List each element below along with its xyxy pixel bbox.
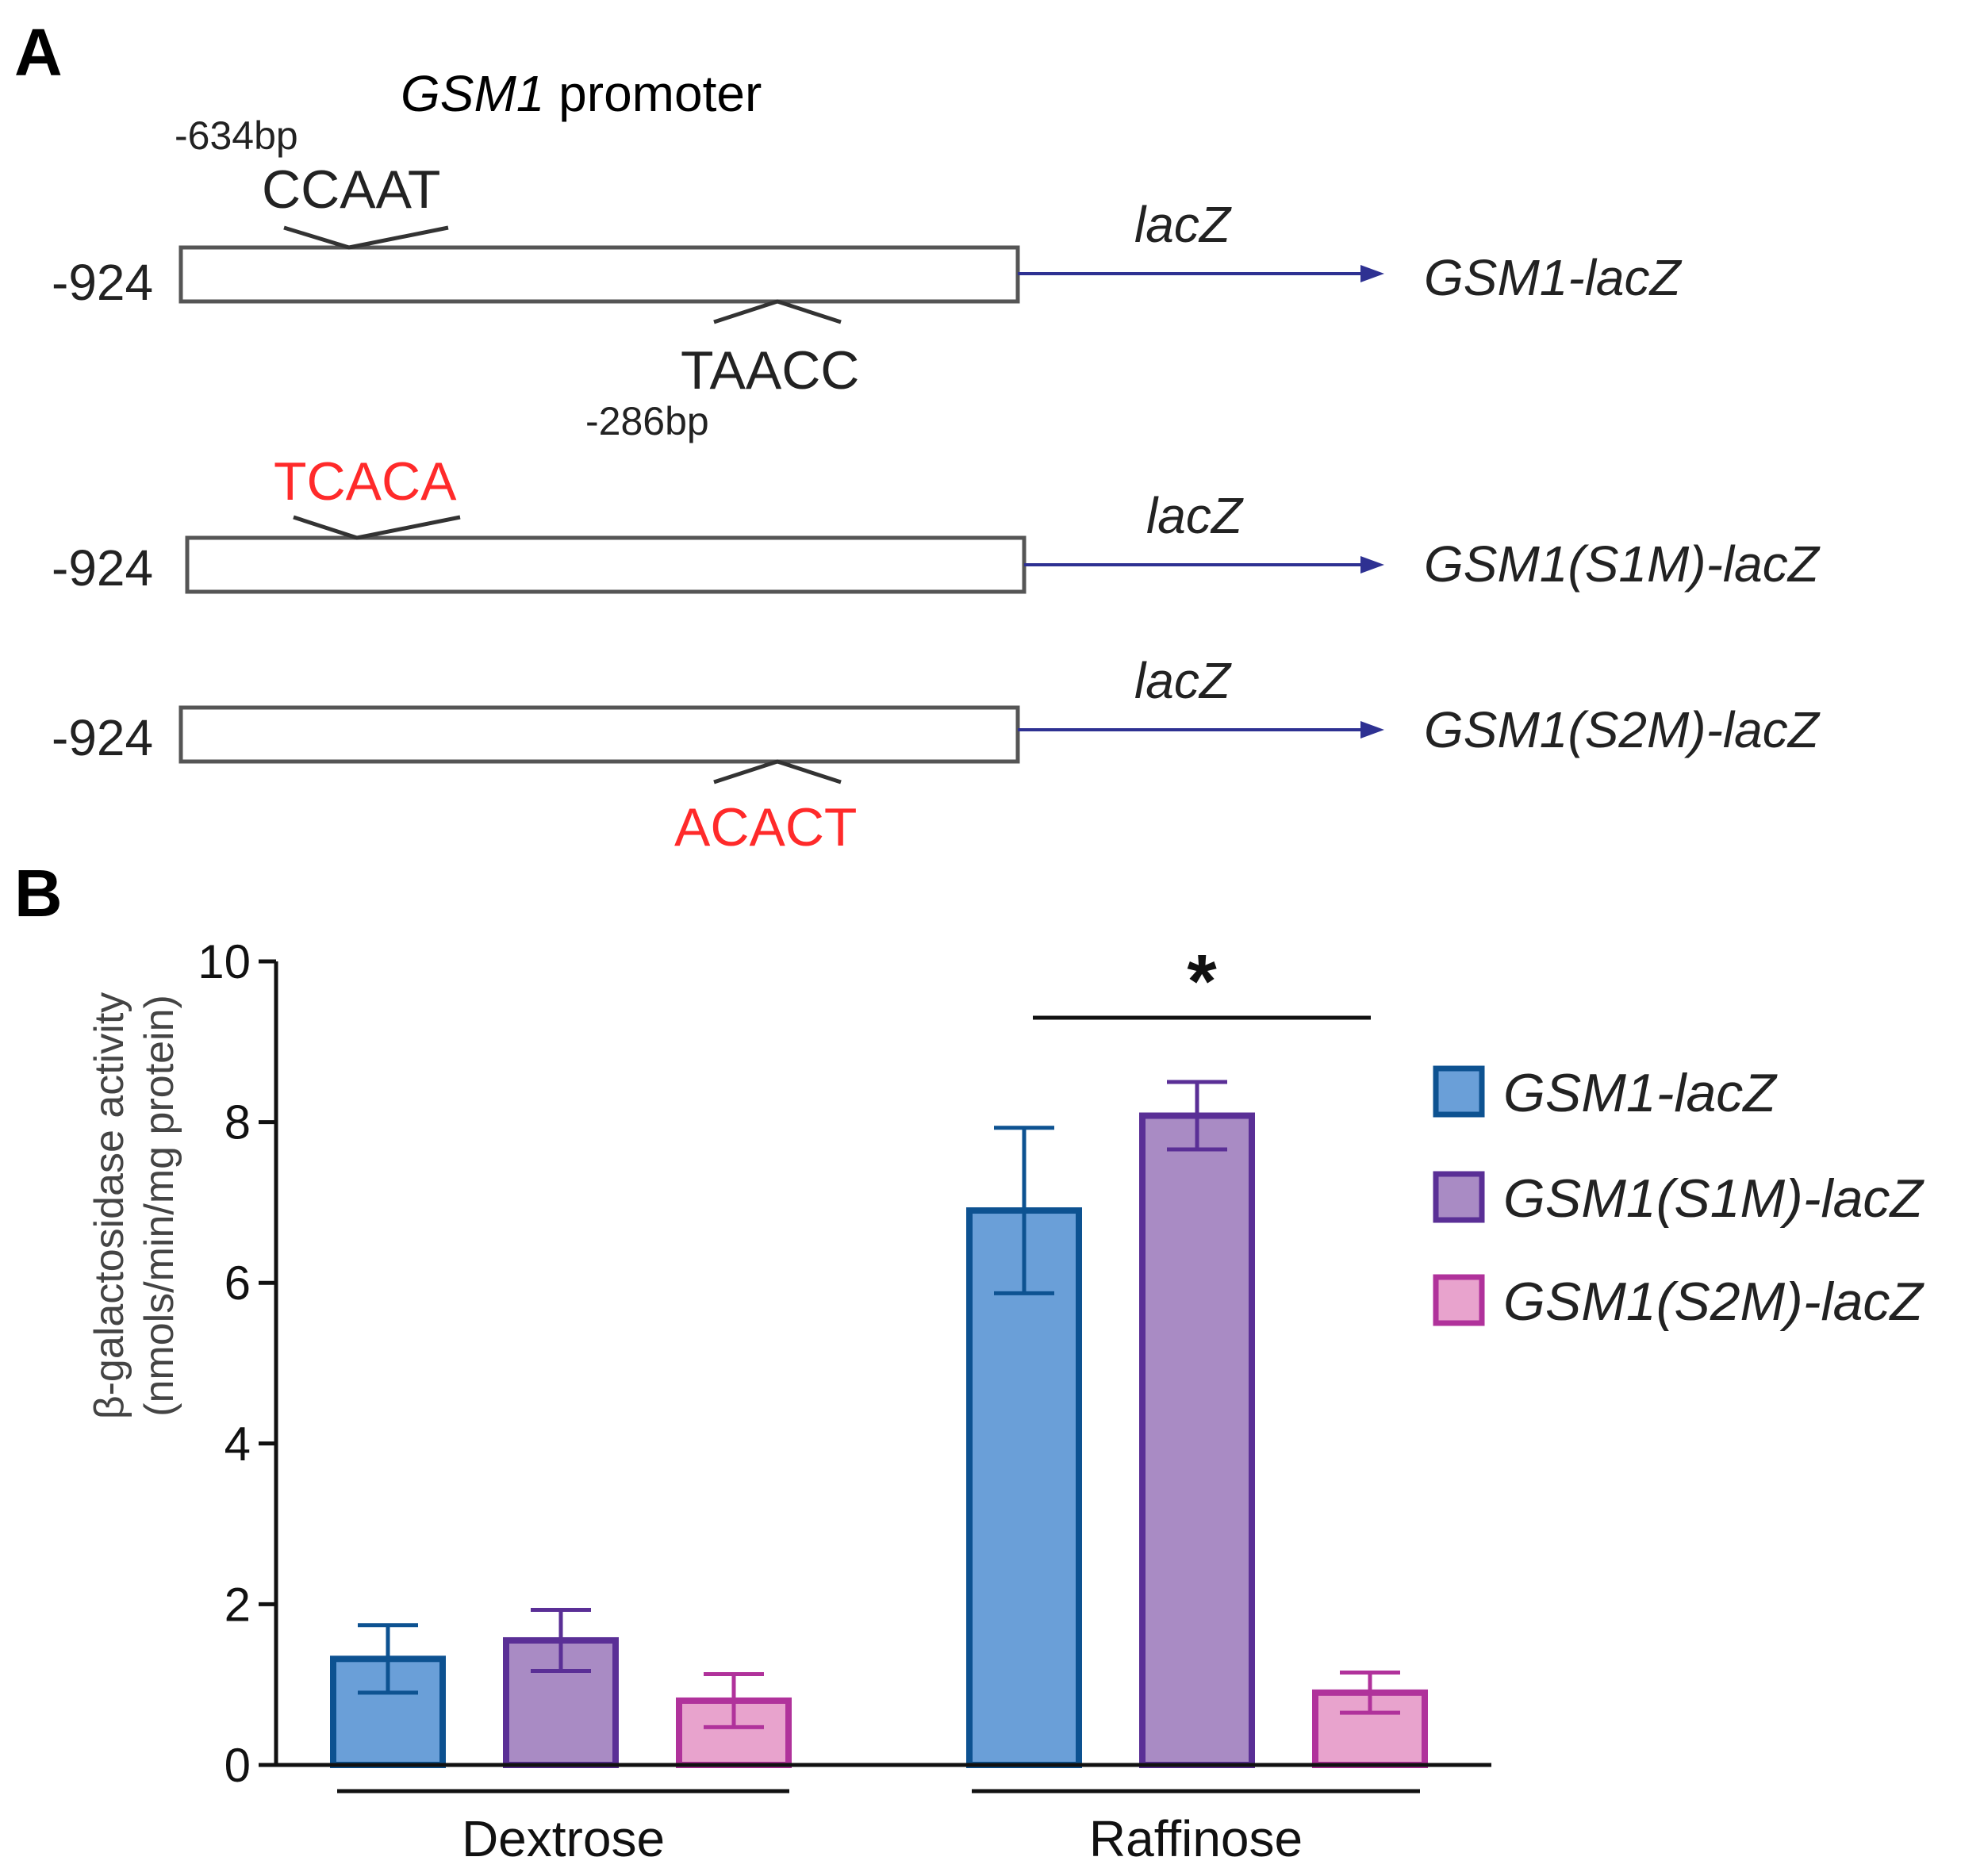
significance-marker: *: [1033, 939, 1371, 1024]
panel-b-label: B: [14, 856, 63, 930]
category-groups: Dextrose Raffinose: [337, 1789, 1420, 1867]
construct-2-upper-motif: TCACA: [274, 451, 457, 512]
y-tick-label-6: 6: [224, 1256, 251, 1310]
construct-3-promoter-box: [178, 705, 1020, 764]
construct-1-upper-motif-marker: [283, 225, 449, 250]
construct-1-lower-motif-marker: [713, 299, 842, 324]
legend: GSM1-lacZ GSM1(S1M)-lacZ GSM1(S2M)-lacZ: [1433, 1063, 1925, 1332]
legend-label-1: GSM1-lacZ: [1503, 1063, 1778, 1123]
construct-1-upper-position-label: -634bp: [175, 113, 298, 158]
construct-2-arrow-label: lacZ: [1146, 487, 1244, 544]
construct-1-lower-motif: TAACC: [681, 340, 859, 401]
y-tick-label-4: 4: [224, 1418, 251, 1471]
legend-swatch-2: [1433, 1171, 1485, 1223]
legend-label-3: GSM1(S2M)-lacZ: [1503, 1272, 1925, 1332]
y-tick-label-8: 8: [224, 1096, 251, 1149]
construct-3-arrow-label: lacZ: [1134, 652, 1232, 709]
y-axis-title-line1: β-galactosidase activity: [86, 992, 132, 1420]
y-tick-label-10: 10: [198, 935, 251, 988]
panel-a-label: A: [14, 15, 63, 90]
construct-2-promoter-box: [185, 535, 1027, 594]
construct-1-lower-position-label: -286bp: [585, 399, 709, 443]
y-axis: 0 2 4 6 8 10: [198, 935, 278, 1792]
construct-3-name: GSM1(S2M)-lacZ: [1424, 701, 1821, 758]
bar-raffinose-1: [966, 1207, 1082, 1768]
construct-3-lower-motif: ACACT: [674, 797, 857, 857]
construct-1-upper-motif: CCAAT: [262, 159, 440, 220]
promoter-title-gene: GSM1: [401, 65, 544, 122]
legend-swatch-3: [1433, 1274, 1485, 1326]
bars-layer: [330, 1112, 1428, 1769]
category-label-raffinose: Raffinose: [1089, 1810, 1303, 1867]
construct-1-start-label: -924: [52, 254, 153, 311]
panel-a: A GSM1 promoter -924 -634bp CCAAT TAACC …: [14, 15, 1821, 857]
y-axis-title-line2: (nmols/min/mg protein): [136, 995, 182, 1417]
construct-3: -924 ACACT lacZ GSM1(S2M)-lacZ: [52, 652, 1821, 857]
construct-1-arrow-head: [1360, 265, 1384, 282]
construct-1-promoter-box: [178, 245, 1020, 304]
y-tick-label-2: 2: [224, 1578, 251, 1631]
bar-raffinose-2: [1139, 1112, 1255, 1768]
construct-3-arrow-head: [1360, 721, 1384, 739]
error-bars-layer: [358, 1080, 1400, 1729]
construct-1-arrow-label: lacZ: [1134, 196, 1232, 253]
construct-3-lower-motif-marker: [713, 759, 842, 785]
significance-star: *: [1187, 939, 1217, 1024]
promoter-title: GSM1 promoter: [401, 65, 762, 122]
legend-swatch-1: [1433, 1065, 1485, 1118]
construct-2-upper-motif-marker: [293, 515, 461, 540]
construct-2-name: GSM1(S1M)-lacZ: [1424, 535, 1821, 593]
legend-label-2: GSM1(S1M)-lacZ: [1503, 1168, 1925, 1229]
construct-3-start-label: -924: [52, 709, 153, 766]
y-tick-label-0: 0: [224, 1739, 251, 1792]
construct-1-name: GSM1-lacZ: [1424, 249, 1683, 306]
construct-1: -924 -634bp CCAAT TAACC -286bp lacZ GSM1…: [52, 113, 1683, 443]
construct-2-start-label: -924: [52, 539, 153, 597]
panel-b: B β-galactosidase activity (nmols/min/mg…: [14, 856, 1925, 1867]
y-axis-title: β-galactosidase activity (nmols/min/mg p…: [86, 992, 182, 1420]
category-label-dextrose: Dextrose: [462, 1810, 665, 1867]
construct-2-arrow-head: [1360, 556, 1384, 574]
promoter-title-rest: promoter: [544, 65, 762, 122]
construct-2: -924 TCACA lacZ GSM1(S1M)-lacZ: [52, 451, 1821, 597]
